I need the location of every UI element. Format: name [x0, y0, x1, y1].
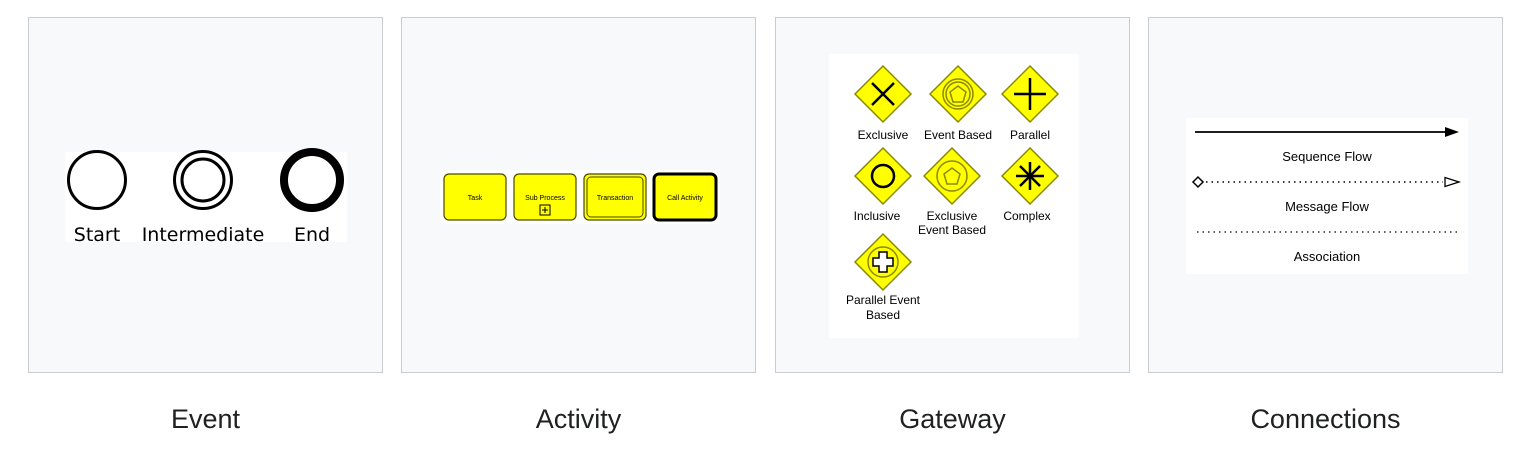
message-flow-arrowhead-icon: [1444, 176, 1462, 188]
collapsed-marker-icon: [539, 204, 551, 216]
exclusive-label: Exclusive: [858, 128, 909, 142]
exclusive-event-based-gateway-diamond: [922, 146, 982, 206]
exclusive-x-icon-line2: [871, 82, 895, 106]
event-based-pentagon-icon: [949, 85, 967, 103]
parallel-event-based-circle-icon: [867, 246, 899, 278]
transaction-label: Transaction: [597, 195, 633, 202]
task-label: Task: [468, 195, 483, 202]
event-caption: Event: [170, 404, 241, 434]
call-activity-shape: [652, 172, 718, 222]
task-shape: [443, 173, 507, 221]
call-activity-label: Call Activity: [667, 195, 703, 202]
activity-panel: Task Sub Process Transaction Call Activi…: [401, 17, 756, 373]
exclusive-event-based-circle-icon: [936, 160, 968, 192]
start-label: Start: [74, 224, 120, 246]
exclusive-event-based-label-line2: Event Based: [918, 223, 986, 237]
association-label: Association: [1294, 249, 1360, 264]
exclusive-event-based-label-line1: Exclusive: [927, 209, 978, 223]
complex-asterisk-icon-d2: [1019, 165, 1041, 187]
connections-diagram-background: [1186, 118, 1468, 274]
event-diagram: Start Intermediate End: [65, 148, 347, 246]
complex-label: Complex: [1003, 209, 1050, 223]
transaction-outer-border: [583, 173, 647, 221]
sequence-flow-arrowhead-icon: [1445, 127, 1459, 137]
intermediate-event-inner-circle: [180, 157, 226, 203]
sequence-flow-label: Sequence Flow: [1282, 149, 1372, 164]
parallel-event-based-plus-icon: [872, 251, 894, 273]
event-based-label: Event Based: [924, 128, 992, 142]
message-flow-label: Message Flow: [1285, 199, 1369, 214]
parallel-event-based-label-line2: Based: [866, 308, 900, 322]
start-event-circle: [67, 150, 127, 210]
parallel-label: Parallel: [1010, 128, 1050, 142]
inclusive-gateway-diamond: [853, 146, 913, 206]
connections-caption: Connections: [1250, 404, 1401, 434]
connections-panel: Sequence Flow Message Flow Association: [1148, 17, 1503, 373]
message-flow-start-diamond-icon: [1191, 175, 1205, 189]
event-based-gateway-diamond: [928, 64, 988, 124]
activity-diagram: Task Sub Process Transaction Call Activi…: [440, 170, 720, 224]
end-event-circle: [280, 148, 344, 212]
event-based-inner-circle-icon: [945, 81, 971, 107]
event-panel: Start Intermediate End: [28, 17, 383, 373]
gateway-diagram: Exclusive Event Based Parallel Inclusive…: [829, 54, 1079, 338]
subprocess-label: Sub Process: [525, 195, 565, 202]
inclusive-label: Inclusive: [854, 209, 901, 223]
intermediate-label: Intermediate: [142, 224, 265, 246]
gateway-caption: Gateway: [899, 404, 1006, 434]
gateway-panel: Exclusive Event Based Parallel Inclusive…: [775, 17, 1130, 373]
inclusive-circle-icon: [870, 163, 896, 189]
end-label: End: [294, 224, 330, 246]
parallel-event-based-label-line1: Parallel Event: [846, 293, 921, 307]
event-based-outer-circle-icon: [942, 78, 974, 110]
activity-caption: Activity: [535, 404, 622, 434]
connections-diagram: Sequence Flow Message Flow Association: [1186, 118, 1468, 274]
exclusive-event-based-pentagon-icon: [943, 167, 961, 185]
subprocess-shape: [513, 173, 577, 221]
transaction-inner-border: [586, 176, 644, 218]
